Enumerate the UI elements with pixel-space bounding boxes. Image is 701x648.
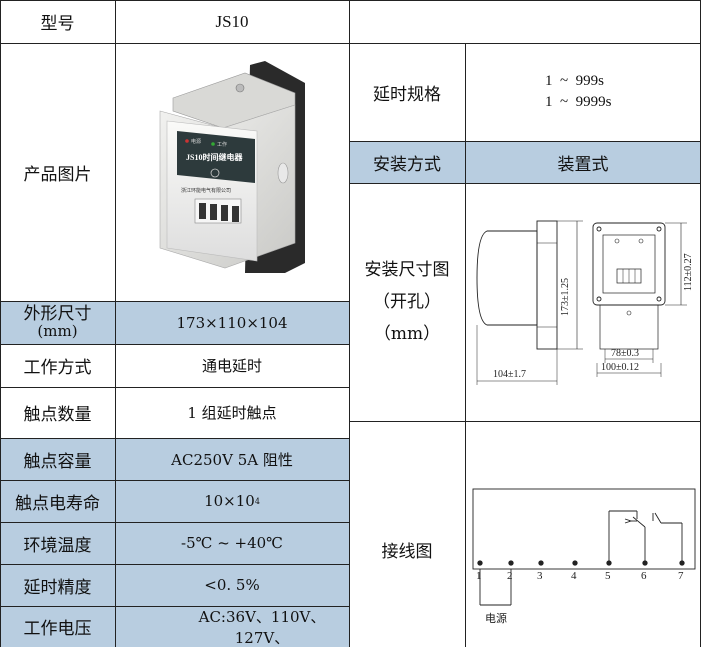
dimensions-value: 173×110×104 — [115, 301, 349, 344]
terminal-6: 6 — [641, 570, 647, 582]
terminal-7: 7 — [678, 570, 684, 582]
work-mode-label: 工作方式 — [23, 358, 92, 378]
contact-count-label: 触点数量 — [23, 405, 92, 425]
dim-depth-text: 104±1.7 — [493, 369, 526, 380]
wiring-svg: 1 2 3 4 5 6 7 电源 — [472, 488, 696, 625]
contact-life-label: 触点电寿命 — [0, 480, 115, 522]
install-drawing-label-line3: （mm） — [373, 324, 441, 344]
dim-height-text: 173±1.25 — [560, 278, 571, 316]
contact-life-exp: 4 — [254, 496, 260, 506]
indicator-work-text: 工作 — [217, 141, 227, 148]
dimensions-label: 外形尺寸 (mm) — [0, 301, 115, 344]
indicator-power-text: 电源 — [191, 138, 201, 145]
ambient-temp-value: -5℃ ~ +40℃ — [115, 522, 349, 564]
install-drawing-label-line2: （开孔） — [373, 292, 441, 312]
dimension-drawing: 173±1.25 104±1.7 112±0.27 78±0.3 — [476, 220, 694, 385]
contact-capacity-value: AC250V 5A 阻性 — [115, 438, 349, 480]
terminal-1: 1 — [476, 570, 482, 582]
install-method-label: 安装方式 — [349, 141, 465, 183]
work-mode-value: 通电延时 — [201, 357, 262, 375]
install-drawing: 173±1.25 104±1.7 112±0.27 78±0.3 — [465, 183, 701, 421]
model-value: JS10 — [215, 11, 249, 31]
product-image-label: 产品图片 — [23, 164, 92, 185]
contact-life-base: 10×10 — [204, 492, 255, 510]
install-drawing-label: 安装尺寸图 （开孔） （mm） — [349, 183, 465, 421]
wiring-diagram: 1 2 3 4 5 6 7 电源 — [465, 421, 701, 647]
delay-spec-line1: 1 ~ 999s — [545, 73, 604, 89]
product-image: 电源 工作 JS10时间继电器 浙江环能电气有限公司 — [115, 43, 349, 301]
terminal-4: 4 — [571, 570, 577, 582]
contact-count-value: 1 组延时触点 — [187, 404, 277, 422]
device-name-text: JS10时间继电器 — [186, 152, 243, 162]
power-label: 电源 — [485, 611, 507, 625]
contact-capacity-label: 触点容量 — [0, 438, 115, 480]
delay-accuracy-label: 延时精度 — [0, 564, 115, 606]
delay-spec-value: 1 ~ 999s 1 ~ 9999s — [465, 43, 701, 141]
terminal-2: 2 — [507, 570, 513, 582]
delay-accuracy-value: <0. 5% — [115, 564, 349, 606]
work-voltage-value: AC:36V、110V、127V、 — [115, 606, 349, 647]
dim-width-outer-text: 100±0.12 — [601, 362, 639, 373]
relay-photo: 电源 工作 JS10时间继电器 浙江环能电气有限公司 — [159, 61, 305, 273]
terminal-3: 3 — [537, 570, 543, 582]
dimensions-label-line2: (mm) — [37, 321, 78, 340]
dimensions-label-line1: 外形尺寸 — [23, 303, 92, 324]
maker-text: 浙江环能电气有限公司 — [181, 187, 231, 194]
delay-spec-line2: 1 ~ 9999s — [545, 94, 612, 110]
install-drawing-label-line1: 安装尺寸图 — [364, 260, 450, 280]
dim-width-inner-text: 78±0.3 — [611, 348, 639, 359]
terminal-5: 5 — [605, 570, 611, 582]
install-method-value: 装置式 — [465, 141, 701, 183]
delay-spec-label: 延时规格 — [373, 84, 441, 105]
wiring-label: 接线图 — [381, 541, 433, 562]
work-voltage-label: 工作电压 — [0, 606, 115, 647]
model-label: 型号 — [40, 14, 75, 34]
ambient-temp-label: 环境温度 — [0, 522, 115, 564]
dim-right-height-text: 112±0.27 — [683, 253, 694, 291]
